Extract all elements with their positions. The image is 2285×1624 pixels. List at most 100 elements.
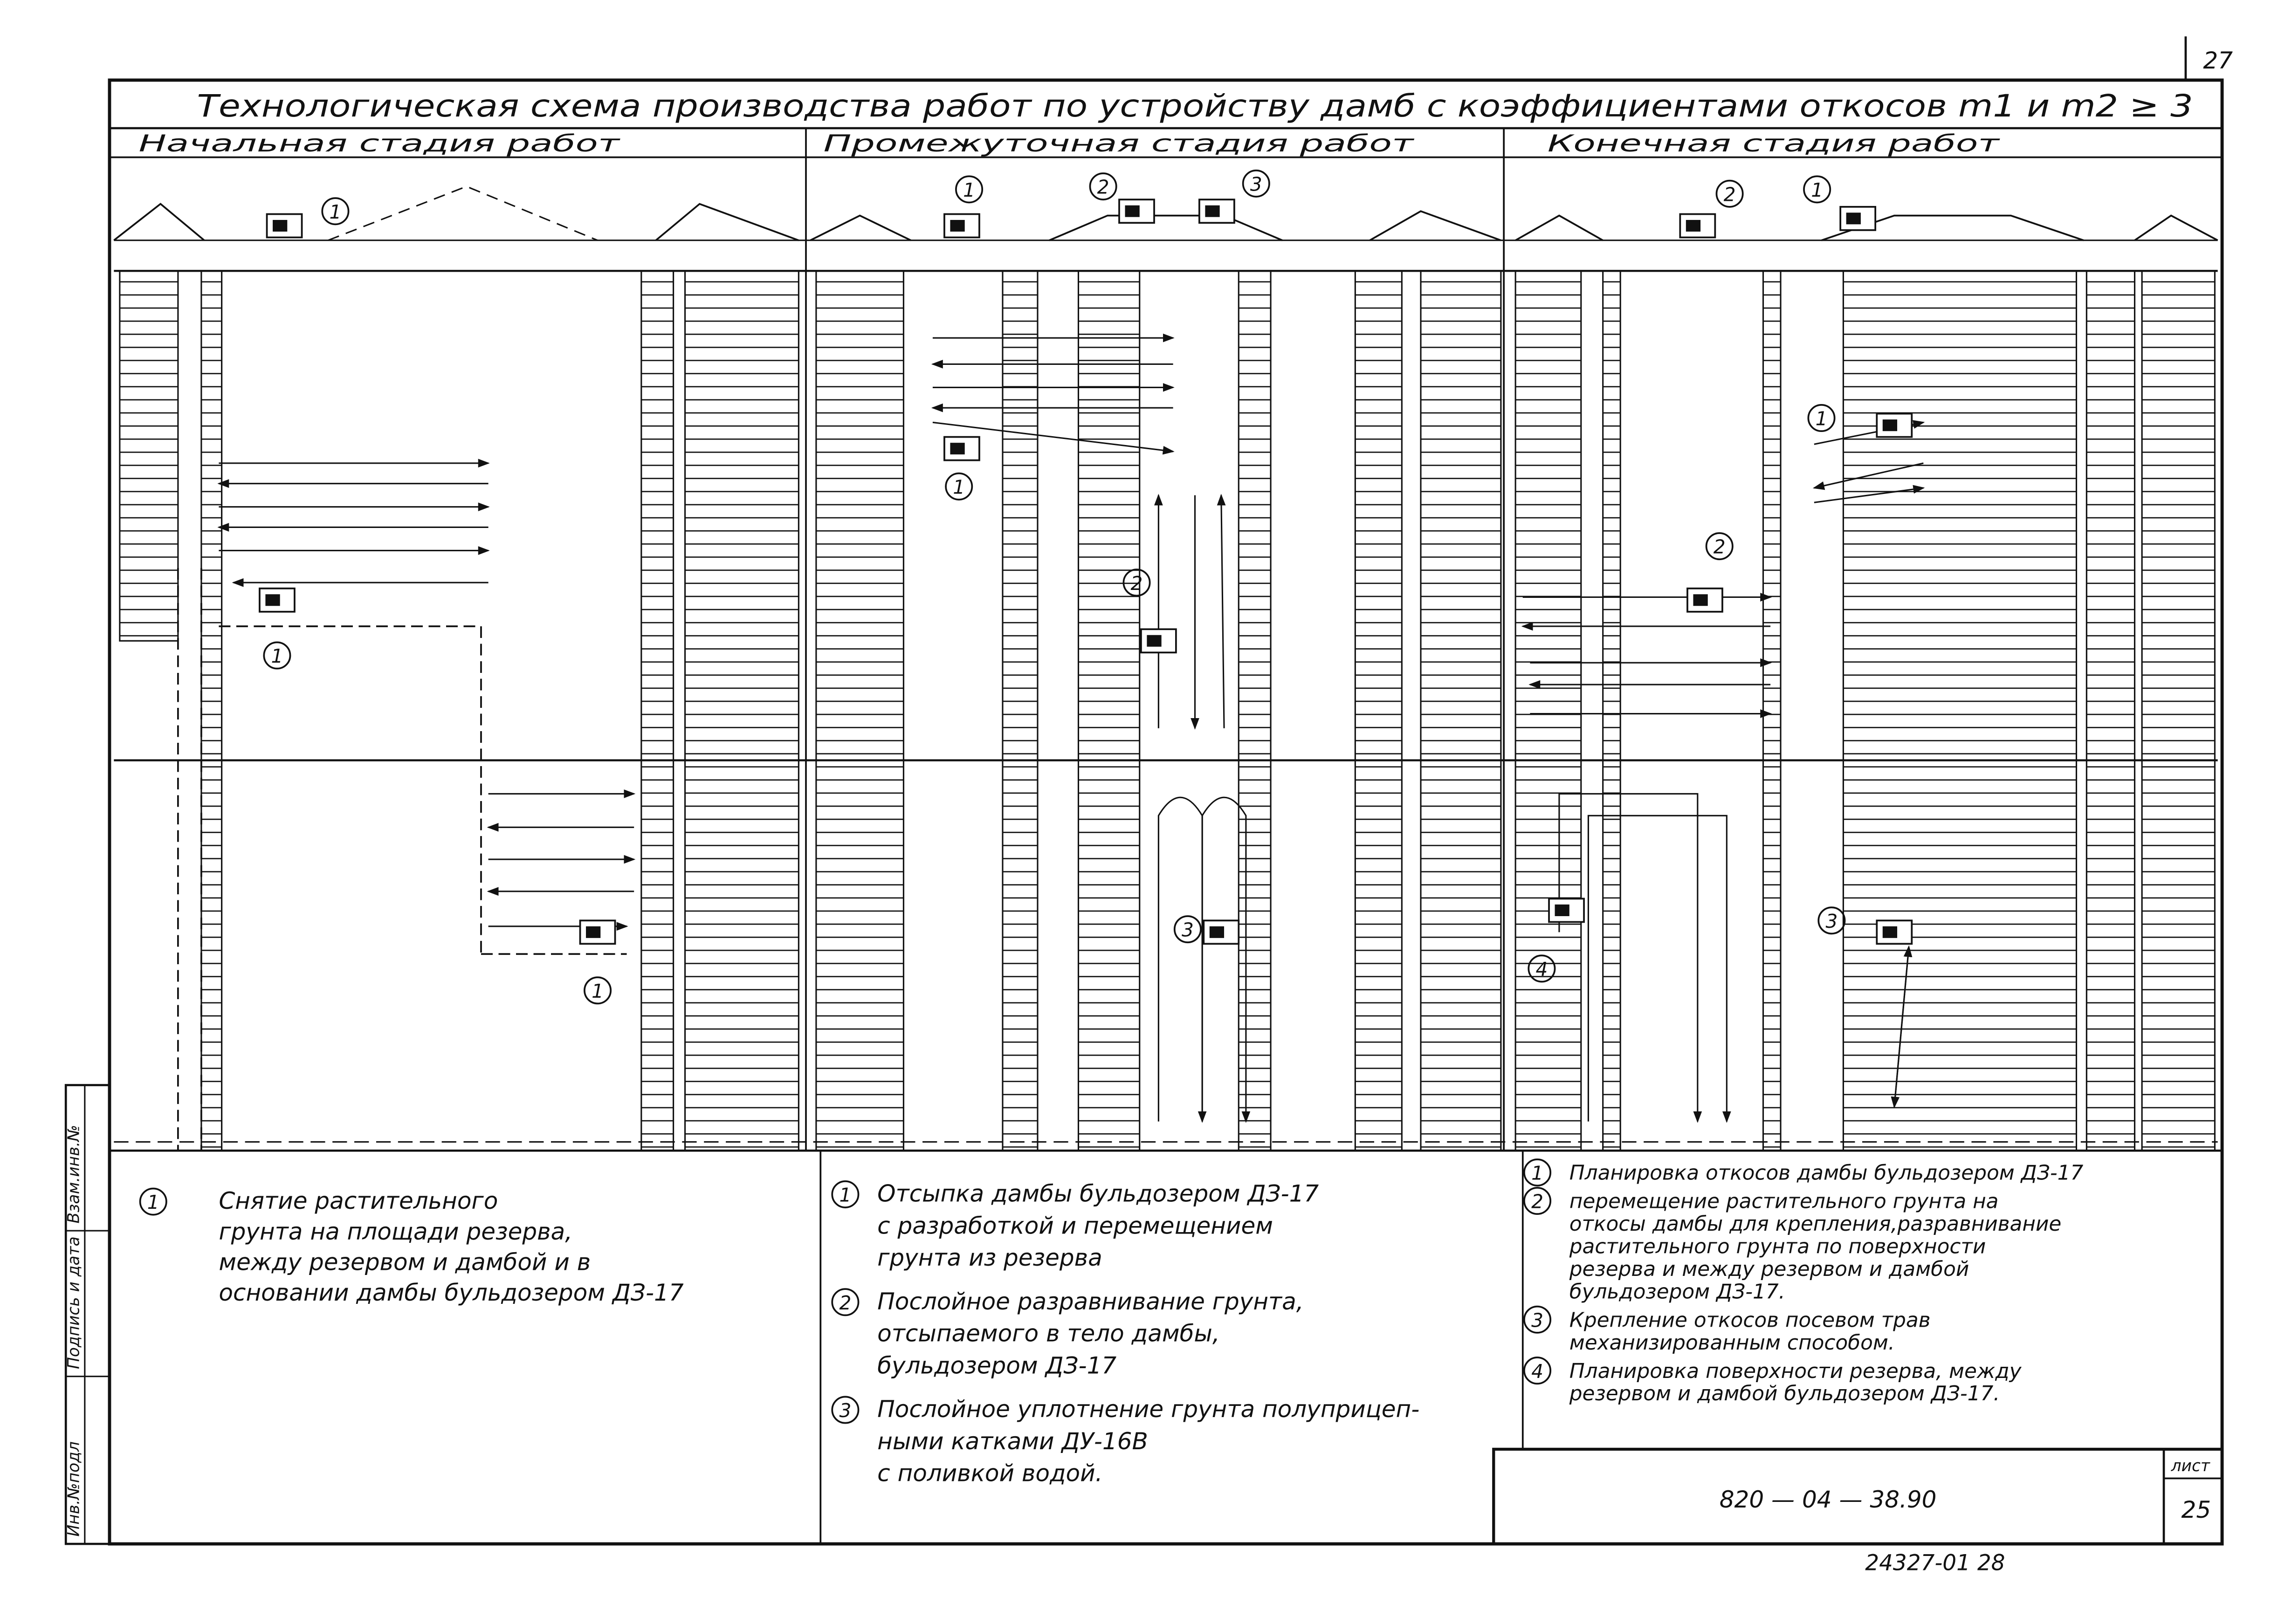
- legend-number: 4: [1531, 1360, 1543, 1383]
- callout-number: 2: [1097, 176, 1109, 199]
- callout-number: 2: [1131, 572, 1143, 595]
- machine-path-loop: [1587, 815, 1731, 1123]
- movement-arrow: [932, 421, 1175, 455]
- drawing-frame: [108, 78, 2224, 1546]
- cross-section-profiles: [113, 185, 2218, 241]
- callout-circle: [1803, 175, 1831, 204]
- plan-view: [119, 270, 2216, 1151]
- hatched-strip: [119, 270, 179, 642]
- drawing-title: Технологическая схема производства работ…: [197, 89, 2193, 124]
- callout-circle: [263, 641, 291, 670]
- legend-text-line: перемещение растительного грунта на: [1569, 1190, 1999, 1213]
- callout-number: 4: [1535, 958, 1548, 980]
- legend-text-line: бульдозером ДЗ-17: [877, 1352, 1116, 1379]
- movement-arrow: [1217, 493, 1226, 728]
- callout-number: 1: [592, 980, 604, 1002]
- bulldozer-icon: [1140, 628, 1177, 654]
- dam-profile: [655, 203, 799, 241]
- bulldozer-icon: [943, 436, 980, 461]
- bulldozer-icon: [1118, 199, 1155, 224]
- legend-number: 1: [147, 1191, 159, 1213]
- bulldozer-icon: [1203, 919, 1240, 945]
- hatched-strip: [1002, 270, 1039, 1151]
- legend-text-line: с разработкой и перемещением: [877, 1212, 1273, 1239]
- hatched-strip: [684, 270, 799, 1151]
- callout-number: 2: [1714, 536, 1726, 558]
- dam-profile: [1515, 214, 1604, 241]
- callout-circle: [945, 472, 973, 500]
- callout-circle: [321, 197, 350, 226]
- legend-text-line: Отсыпка дамбы бульдозером ДЗ-17: [877, 1180, 1319, 1207]
- legend-text-line: механизированным способом.: [1569, 1331, 1895, 1355]
- bulldozer-icon: [1686, 587, 1723, 613]
- legend-number: 1: [1531, 1162, 1543, 1185]
- bulldozer-icon: [1839, 206, 1877, 231]
- callout-circle: [1807, 404, 1836, 432]
- legend-text-line: Планировка откосов дамбы бульдозером ДЗ-…: [1569, 1161, 2084, 1185]
- callout-number: 1: [963, 179, 975, 201]
- legend-text-line: Крепление откосов посевом трав: [1569, 1308, 1931, 1332]
- side-stamp: Инв.№подл Подпись и дата Взам.инв.№: [64, 1084, 111, 1545]
- hatched-strip: [1238, 270, 1272, 1151]
- hatched-strip: [1354, 270, 1403, 1151]
- dam-profile: [2134, 214, 2218, 241]
- machine-path-loop: [1201, 796, 1251, 1123]
- stamp-inv-label: Инв.№подл: [64, 1441, 83, 1536]
- legend-text-line: основании дамбы бульдозером ДЗ-17: [219, 1279, 683, 1306]
- stage-header-intermediate: Промежуточная стадия работ: [824, 130, 1415, 157]
- callout-circle: [1242, 169, 1270, 198]
- callout-number: 3: [1825, 910, 1838, 932]
- legend-text-line: растительного грунта по поверхности: [1569, 1235, 1986, 1259]
- callout-number: 1: [271, 645, 283, 667]
- movement-arrow: [1891, 946, 1910, 1109]
- bulldozer-icon: [943, 213, 980, 239]
- dam-profile: [113, 203, 205, 241]
- legend-text-line: Снятие растительного: [219, 1187, 498, 1214]
- legend-text-line: отсыпаемого в тело дамбы,: [877, 1320, 1220, 1347]
- design-dam-outline: [328, 185, 598, 241]
- machine-path-loop: [1157, 796, 1207, 1123]
- hatched-strip: [200, 270, 223, 1151]
- legend-number: 3: [1531, 1309, 1543, 1331]
- legend-text-line: между резервом и дамбой и в: [219, 1248, 591, 1275]
- legend-number: 2: [1531, 1191, 1543, 1213]
- hatched-strip: [1602, 270, 1621, 1151]
- bulldozer-icon: [259, 587, 296, 613]
- legend-number: 3: [839, 1399, 851, 1422]
- bulldozer-icon: [266, 213, 303, 239]
- footer-number: 24327-01 28: [1865, 1550, 2005, 1576]
- callout-circle: [1705, 532, 1734, 561]
- hatched-strip: [2141, 270, 2216, 1151]
- legend-number: 2: [839, 1292, 851, 1314]
- legend-number-circle: [1523, 1187, 1552, 1215]
- movement-arrow: [1814, 485, 1925, 503]
- hatched-strip: [640, 270, 674, 1151]
- callout-circle: [1817, 906, 1846, 935]
- dam-profile: [1369, 210, 1501, 241]
- bulldozer-icon: [1198, 199, 1235, 224]
- document-code: 820 — 04 — 38.90: [1720, 1486, 1937, 1513]
- bulldozer-icon: [579, 919, 616, 945]
- hatched-strip: [2085, 270, 2136, 1151]
- legend-text-line: резервом и дамбой бульдозером ДЗ-17.: [1569, 1382, 2000, 1405]
- legend-number-circle: [1523, 1158, 1552, 1187]
- callout-circle: [1528, 954, 1556, 983]
- stamp-signature-label: Подпись и дата: [64, 1236, 83, 1369]
- title-block: 820 — 04 — 38.90 лист 25: [1492, 1447, 2224, 1546]
- hatched-strip: [815, 270, 904, 1151]
- hatched-strip: [1514, 270, 1582, 1151]
- bulldozer-icon: [1679, 213, 1716, 239]
- legend-text-line: Послойное разравнивание грунта,: [877, 1288, 1304, 1315]
- dam-profile: [810, 214, 911, 241]
- legend-text-line: ными катками ДУ-16В: [877, 1428, 1148, 1455]
- hatched-strip: [1762, 270, 1782, 1151]
- callout-circle: [1122, 569, 1151, 597]
- callout-number: 1: [1811, 179, 1823, 201]
- machine-path-loop: [1558, 793, 1702, 1123]
- legend-text-line: с поливкой водой.: [877, 1460, 1102, 1487]
- legend-number-circle: [1523, 1305, 1552, 1334]
- callout-number: 1: [953, 476, 965, 499]
